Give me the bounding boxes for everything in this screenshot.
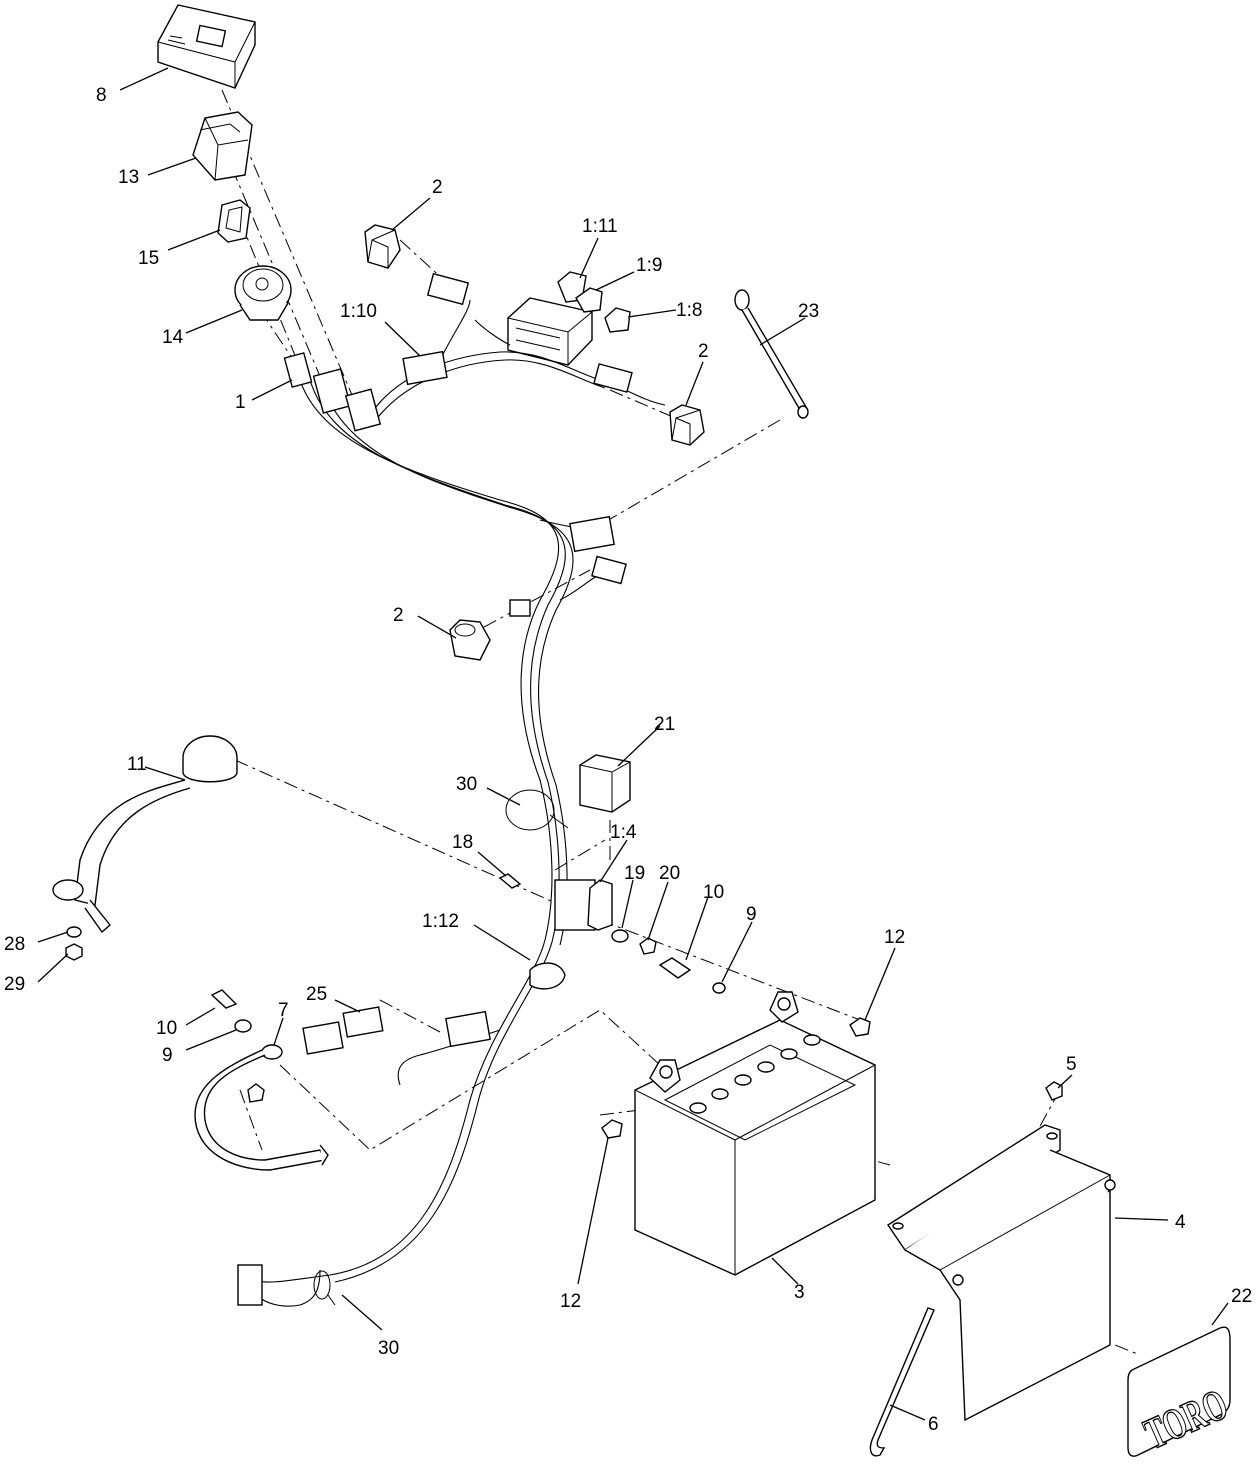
battery-bracket [887, 1124, 1116, 1422]
callout-10-right: 10 [703, 882, 724, 903]
j-bolt [869, 1307, 935, 1457]
harness-connectors [237, 272, 633, 1306]
callout-14: 14 [162, 327, 184, 348]
callout-12-left: 12 [560, 1291, 581, 1312]
cable-tie-upper [505, 789, 569, 831]
callout-4: 4 [1175, 1212, 1186, 1233]
callout-21: 21 [654, 714, 675, 735]
callout-15: 15 [138, 248, 159, 269]
callout-1-4: 1:4 [610, 822, 637, 843]
callout-10-left: 10 [156, 1018, 177, 1039]
battery-cable-11 [52, 735, 238, 934]
callout-5: 5 [1066, 1054, 1077, 1075]
callout-13: 13 [118, 167, 139, 188]
callout-8: 8 [96, 85, 107, 106]
callout-28: 28 [4, 934, 25, 955]
callout-labels: 8 13 15 14 1 1:10 2 1:11 1:9 1:8 23 2 2 … [4, 85, 1252, 1435]
callout-7: 7 [278, 1000, 289, 1021]
callout-22: 22 [1231, 1286, 1252, 1307]
relay [579, 754, 631, 813]
callout-12-right: 12 [884, 927, 905, 948]
callout-1-12: 1:12 [422, 911, 459, 932]
callout-20: 20 [659, 863, 680, 884]
callout-1-11: 1:11 [582, 216, 618, 237]
callout-3: 3 [794, 1282, 805, 1303]
toro-decal: TORO [1127, 1326, 1235, 1459]
callout-2-top: 2 [432, 177, 443, 198]
cable-23 [734, 289, 809, 419]
cable-tie-lower [313, 1270, 336, 1306]
wire-harness [249, 299, 666, 1307]
callout-1: 1 [235, 392, 246, 413]
callout-18: 18 [452, 832, 473, 853]
ignition-switch [234, 265, 292, 321]
ground-cable-7 [194, 1044, 329, 1171]
callout-30-lower: 30 [378, 1338, 399, 1359]
fuse-1-11 [557, 271, 587, 303]
switch-bezel [217, 199, 251, 243]
switch [192, 111, 253, 181]
diode-top [364, 224, 401, 269]
callout-19: 19 [624, 863, 645, 884]
callout-23: 23 [798, 301, 819, 322]
fuse-block [507, 297, 593, 366]
callout-9-right: 9 [746, 904, 757, 925]
diode-mid [449, 619, 491, 661]
battery [634, 991, 876, 1276]
callout-29: 29 [4, 974, 25, 995]
leader-lines [37, 67, 1229, 1421]
callout-9-left: 9 [162, 1045, 173, 1066]
connector-25 [302, 1006, 384, 1055]
callout-1-8: 1:8 [676, 300, 702, 321]
callout-11: 11 [127, 754, 147, 775]
callout-1-9: 1:9 [636, 255, 662, 276]
fuse-1-9 [575, 287, 603, 313]
callout-2-mid: 2 [393, 605, 404, 626]
callout-30-upper: 30 [456, 774, 477, 795]
callout-2-right: 2 [698, 341, 709, 362]
callout-6: 6 [928, 1414, 939, 1435]
hour-meter [157, 4, 256, 89]
callout-1-10: 1:10 [340, 301, 377, 322]
diode-right [669, 404, 705, 446]
fuse-1-8 [604, 307, 631, 333]
fuse-holder-1-4 [587, 879, 613, 931]
callout-25: 25 [306, 984, 327, 1005]
